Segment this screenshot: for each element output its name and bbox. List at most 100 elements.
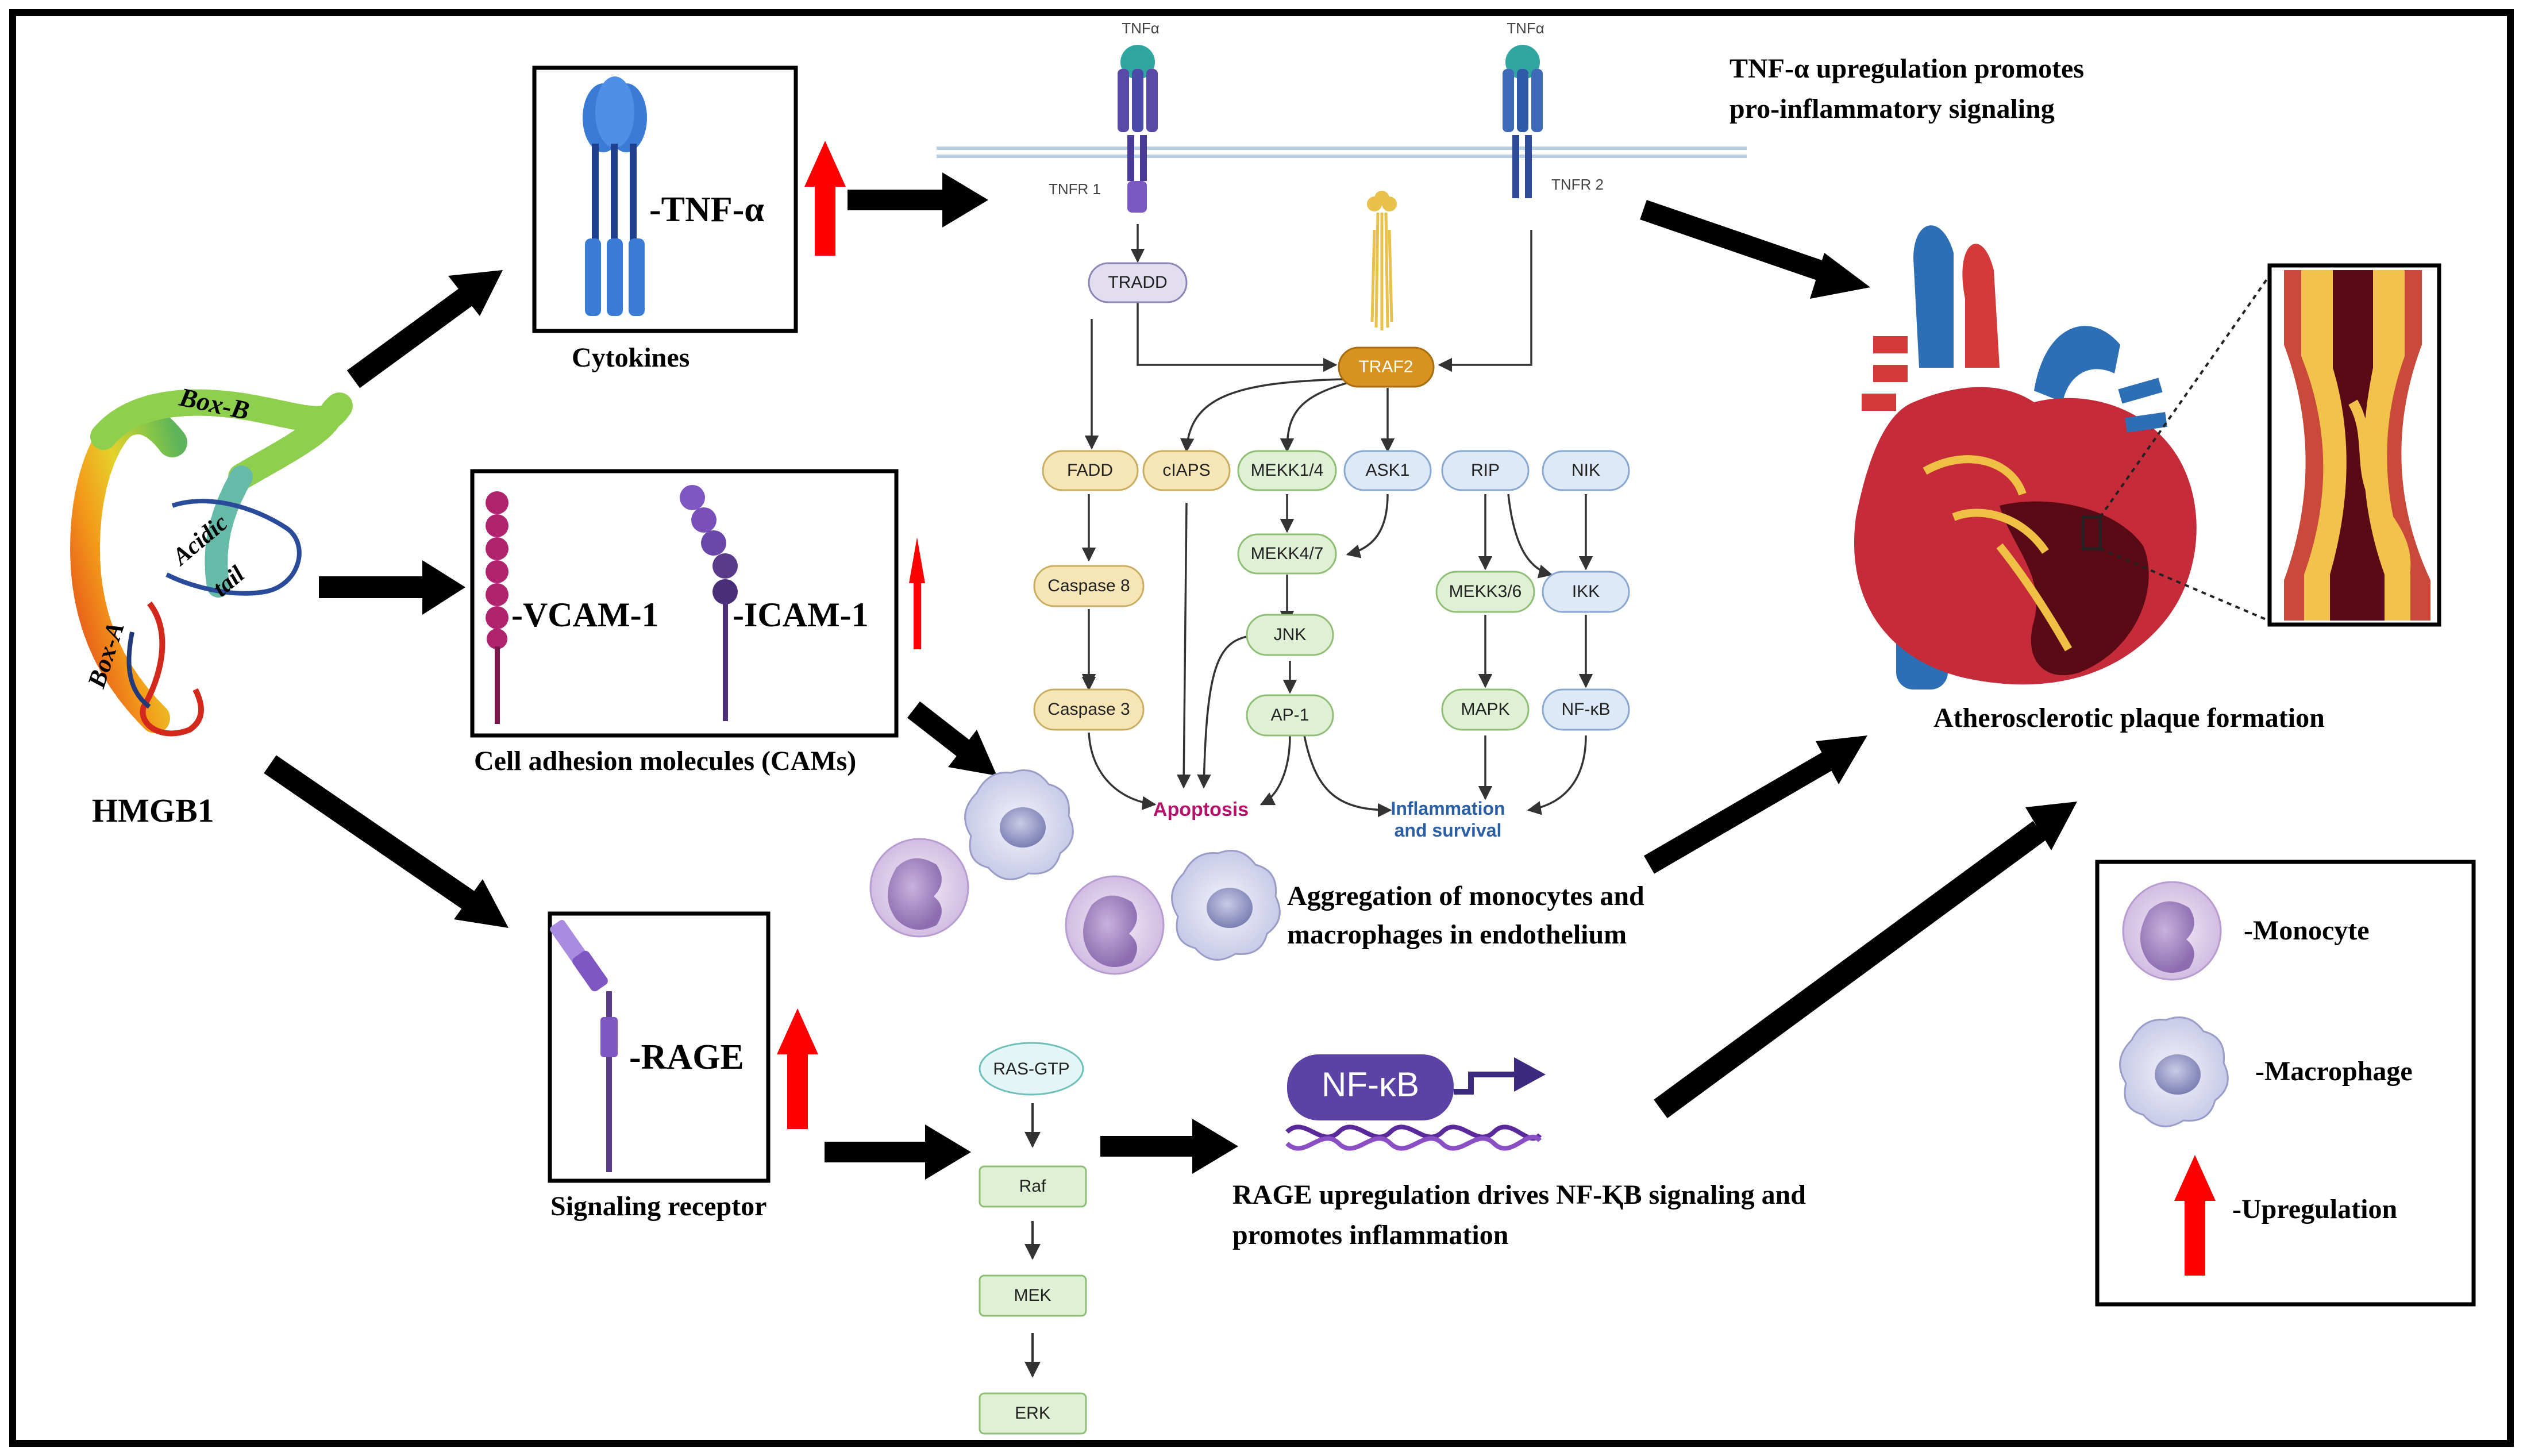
zoom-line-bottom: [2100, 548, 2276, 625]
tnf-pathway-title-line2: pro-inflammatory signaling: [1729, 94, 2055, 124]
outer-frame: [9, 9, 2514, 1447]
macrophage-cell-2: [1171, 850, 1281, 961]
node-rip: RIP: [1441, 450, 1530, 491]
legend-monocyte-icon: [2122, 881, 2222, 981]
tnf-pathway-connectors: [1081, 224, 1593, 818]
nfkb-transcription-icon: [1285, 1054, 1546, 1151]
node-traf2: TRAF2: [1338, 346, 1435, 388]
svg-text:IKK: IKK: [1572, 582, 1600, 601]
svg-text:JNK: JNK: [1274, 625, 1307, 644]
svg-text:Caspase 3: Caspase 3: [1047, 700, 1130, 719]
svg-text:TRADD: TRADD: [1108, 273, 1167, 292]
arrow-ras-to-nfkb: [1100, 1119, 1238, 1174]
macrophage-cell-1: [964, 769, 1074, 880]
svg-text:RAS-GTP: RAS-GTP: [993, 1060, 1069, 1078]
node-caspase8: Caspase 8: [1033, 565, 1145, 607]
svg-text:MEKK1/4: MEKK1/4: [1251, 461, 1324, 480]
node-mekk14: MEKK1/4: [1237, 450, 1337, 491]
arrow-hmgb1-to-rage: [264, 755, 509, 928]
svg-text:RIP: RIP: [1471, 461, 1500, 480]
traf-adaptor-icon: [1367, 191, 1397, 330]
svg-text:MAPK: MAPK: [1461, 700, 1509, 719]
node-raf: Raf: [979, 1165, 1087, 1208]
vcam-1-label: -VCAM-1: [511, 596, 659, 634]
node-tradd: TRADD: [1088, 262, 1188, 303]
node-mapk: MAPK: [1441, 688, 1530, 731]
rage-pathway-caption-line2: promotes inflammation: [1232, 1220, 1508, 1250]
legend-box: [2095, 860, 2476, 1307]
node-erk: ERK: [979, 1392, 1087, 1435]
arrow-rage-to-pathway: [825, 1124, 971, 1180]
heart-illustration: [1854, 225, 2197, 690]
svg-text:TRAF2: TRAF2: [1358, 357, 1413, 376]
inflammation-label-line2: and survival: [1395, 820, 1502, 841]
arrow-nfkb-to-heart: [1654, 802, 2077, 1119]
inflammation-label-line1: Inflammation: [1390, 798, 1505, 819]
svg-text:cIAPS: cIAPS: [1162, 461, 1210, 480]
rage-receptor-icon: [550, 919, 618, 1172]
cytokines-box: [532, 66, 798, 333]
tnfr1-label: TNFR 1: [1049, 180, 1101, 198]
cams-upregulation-arrow: [909, 537, 925, 649]
svg-text:Caspase 8: Caspase 8: [1047, 576, 1130, 595]
legend-upregulation-label: -Upregulation: [2232, 1194, 2397, 1224]
tnf-pathway-title-line1: TNF-α upregulation promotes: [1729, 53, 2084, 84]
icam-1-icon: [680, 485, 738, 721]
rage-upregulation-arrow: [777, 1008, 818, 1129]
monocyte-cell-2: [1065, 875, 1165, 975]
hmgb1-label: HMGB1: [92, 792, 214, 829]
tnf-alpha-label: -TNF-α: [649, 190, 764, 229]
hmgb1-structure: [70, 389, 353, 737]
arrow-aggregation-to-heart: [1643, 735, 1867, 874]
node-nfkb: NF-κB: [1542, 688, 1630, 731]
aggregation-caption-line2: macrophages in endothelium: [1287, 919, 1627, 950]
node-mekk36: MEKK3/6: [1435, 571, 1535, 613]
tnfr1-receptor-icon: [1118, 45, 1158, 213]
arrow-tnfr2-to-heart: [1640, 199, 1870, 299]
tnfr2-label: TNFR 2: [1551, 176, 1604, 193]
apoptosis-label: Apoptosis: [1153, 799, 1249, 821]
node-fadd: FADD: [1042, 450, 1139, 491]
svg-text:FADD: FADD: [1067, 461, 1113, 480]
tnf-upregulation-arrow: [804, 141, 846, 256]
svg-text:MEKK3/6: MEKK3/6: [1449, 582, 1522, 601]
arrow-hmgb1-to-cams: [319, 560, 465, 615]
svg-text:ASK1: ASK1: [1366, 461, 1410, 480]
svg-text:AP-1: AP-1: [1271, 706, 1309, 725]
node-nik: NIK: [1542, 450, 1630, 491]
node-ciaps: cIAPS: [1142, 450, 1231, 491]
nfkb-box-label: NF-κB: [1322, 1065, 1419, 1104]
legend-macrophage-label: -Macrophage: [2255, 1056, 2413, 1087]
node-ras-gtp: RAS-GTP: [979, 1042, 1084, 1096]
icam-1-label: -ICAM-1: [733, 596, 869, 634]
svg-text:Raf: Raf: [1019, 1177, 1046, 1196]
node-ask1: ASK1: [1343, 450, 1432, 491]
legend-upregulation-icon: [2174, 1155, 2216, 1276]
monocyte-cell-1: [869, 838, 969, 938]
svg-text:MEKK4/7: MEKK4/7: [1251, 544, 1324, 563]
node-ikk: IKK: [1542, 571, 1630, 613]
tnfa-ligand-2-label: TNFα: [1507, 20, 1544, 37]
tnf-alpha-icon: [583, 76, 647, 316]
tnfr2-receptor-icon: [1503, 45, 1543, 198]
cams-box: [470, 469, 899, 738]
cams-caption: Cell adhesion molecules (CAMs): [474, 746, 856, 776]
rage-caption: Signaling receptor: [550, 1191, 766, 1222]
arrow-cytokines-to-pathway: [848, 172, 988, 228]
node-jnk: JNK: [1246, 614, 1334, 656]
node-mekk47: MEKK4/7: [1237, 533, 1337, 575]
legend-macrophage-icon: [2119, 1016, 2229, 1127]
arrow-cams-to-cells: [907, 701, 997, 776]
box-b-label: Box-B: [176, 382, 252, 426]
legend-monocyte-label: -Monocyte: [2244, 915, 2370, 946]
rage-label: -RAGE: [629, 1038, 744, 1077]
aggregation-caption-line1: Aggregation of monocytes and: [1287, 881, 1644, 911]
rage-box: [548, 911, 771, 1183]
cytokines-caption: Cytokines: [572, 342, 690, 373]
svg-text:MEK: MEK: [1014, 1286, 1051, 1305]
node-ap1: AP-1: [1246, 694, 1334, 737]
heart-caption: Atherosclerotic plaque formation: [1933, 703, 2325, 733]
artery-plaque-illustration: [2284, 270, 2430, 621]
svg-text:NF-κB: NF-κB: [1562, 700, 1611, 719]
